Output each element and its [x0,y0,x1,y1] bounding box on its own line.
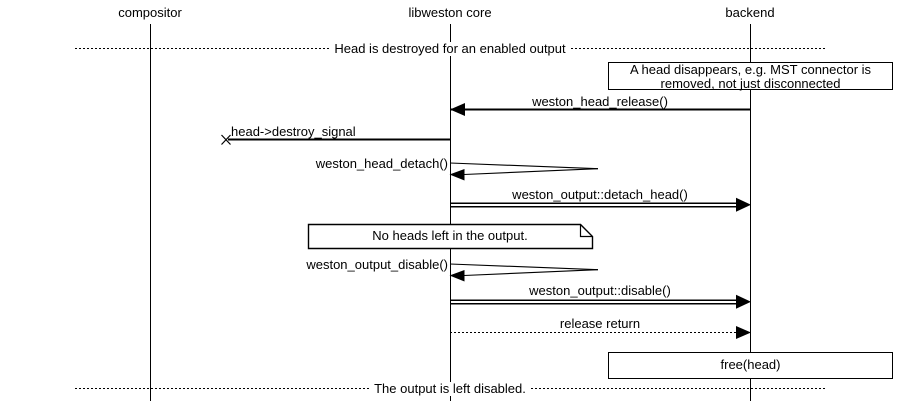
participant-label-backend: backend [725,5,775,20]
arrowhead-right-detach-head [736,197,751,212]
box-free-head [607,351,894,380]
self-arrow-bottom-output-disable [463,269,599,277]
participant-label-libweston-core: libweston core [408,5,492,20]
lost-message-cross-icon [221,134,231,145]
arrowhead-left-output-disable [449,270,465,282]
participant-label-compositor: compositor [118,5,182,20]
note-text-line1: A head disappears, e.g. MST connector is [629,62,872,77]
arrowhead-left-head-detach [449,169,465,181]
note-fold-corner [579,224,593,238]
arrowhead-right-output-disable [736,294,751,309]
message-label-head-detach: weston_head_detach() [315,156,448,171]
message-label-head-release: weston_head_release() [532,94,668,109]
note-box-no-heads [307,223,594,250]
note-box-head-disappears [607,61,894,91]
self-arrow-bottom-head-detach [463,168,599,176]
note-text-head-disappears: A head disappears, e.g. MST connector is… [608,63,893,90]
divider-label-top: Head is destroyed for an enabled output [330,41,570,56]
divider-label-bottom: The output is left disabled. [370,381,530,396]
message-label-destroy-signal: head->destroy_signal [231,124,356,139]
arrowhead-left-head-release [450,103,465,116]
message-label-output-disable: weston_output::disable() [529,283,671,298]
message-label-detach-head: weston_output::detach_head() [512,187,688,202]
arrowhead-right-release-return [736,326,751,339]
message-label-output-disable-call: weston_output_disable() [306,257,448,272]
message-label-release-return: release return [559,315,641,331]
self-arrow-top-head-detach [449,162,599,170]
note-text-line2: removed, not just disconnected [660,75,841,91]
box-text-free-head: free(head) [720,357,781,372]
note-text-no-heads: No heads left in the output. [372,228,528,243]
self-arrow-top-output-disable [449,263,599,271]
